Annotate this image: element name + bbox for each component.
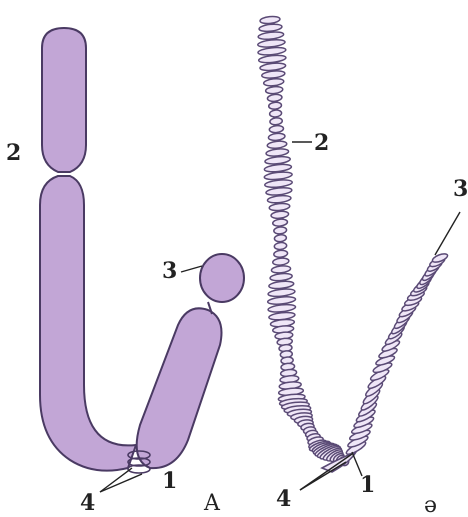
- chromatin-loop: [264, 171, 293, 181]
- leader-satellite: [181, 266, 202, 272]
- label-a-centromere: 4: [80, 490, 95, 516]
- chromatin-loop: [270, 273, 293, 282]
- chromatin-loop: [274, 234, 287, 242]
- chromatin-loop: [271, 265, 291, 274]
- chromatin-loop: [268, 303, 296, 313]
- chromatin-loop: [265, 86, 283, 95]
- chromatin-loop: [267, 195, 291, 204]
- chromatin-loop: [263, 78, 284, 87]
- chromatin-loop: [266, 187, 293, 196]
- chromatin-loop: [258, 46, 287, 56]
- chromatin-loop: [268, 133, 285, 141]
- chromatin-loop: [268, 102, 281, 110]
- chromatin-loop: [258, 54, 286, 64]
- chromatin-loop: [269, 125, 284, 133]
- chromatin-loop: [267, 296, 296, 306]
- chromatin-loop: [269, 109, 282, 117]
- chromatin-loop: [273, 250, 287, 258]
- chromatin-loop: [260, 62, 286, 71]
- satellite: [200, 254, 244, 302]
- chromatin-loop: [266, 148, 289, 157]
- long-arm-top-segment: [42, 28, 86, 172]
- chromatin-loop: [267, 94, 282, 102]
- panel-a-chromosome: [40, 28, 244, 492]
- label-b-coil-end: 3: [453, 176, 468, 202]
- label-b-centromere: 4: [276, 486, 291, 512]
- chromatin-loop: [273, 226, 286, 234]
- chromatin-loop: [272, 257, 289, 265]
- label-a-arm-long: 2: [6, 140, 21, 166]
- chromatin-loop: [261, 70, 285, 79]
- coil-short-chromatid: [345, 252, 449, 456]
- chromatin-loop: [431, 252, 448, 264]
- chromatin-loop: [265, 156, 291, 165]
- short-arm-body: [137, 308, 222, 468]
- chromatin-loop: [264, 179, 292, 189]
- coil-long-chromatid: [257, 16, 350, 468]
- label-b-coil-long: 2: [314, 130, 329, 156]
- leader-centromere-b2: [300, 462, 346, 490]
- chromatin-loop: [259, 23, 283, 32]
- chromatin-loop: [272, 218, 287, 226]
- chromatin-loop: [260, 16, 281, 25]
- label-a-satellite: 3: [162, 258, 177, 284]
- chromatin-loop: [269, 280, 295, 289]
- chromatin-loop: [271, 210, 289, 219]
- label-b-coil-short: 1: [360, 472, 375, 498]
- leader-coil-end: [435, 212, 460, 255]
- caption-b: ə: [424, 493, 437, 517]
- label-a-arm-short: 1: [162, 468, 177, 494]
- chromatin-loop: [274, 242, 287, 250]
- long-arm-body: [40, 176, 136, 471]
- chromatin-loop: [268, 288, 296, 298]
- chromatin-loop: [270, 117, 283, 125]
- chromatin-loop: [258, 31, 284, 40]
- chromatin-loop: [269, 203, 290, 212]
- chromatin-loop: [267, 140, 287, 149]
- caption-a: A: [203, 491, 221, 516]
